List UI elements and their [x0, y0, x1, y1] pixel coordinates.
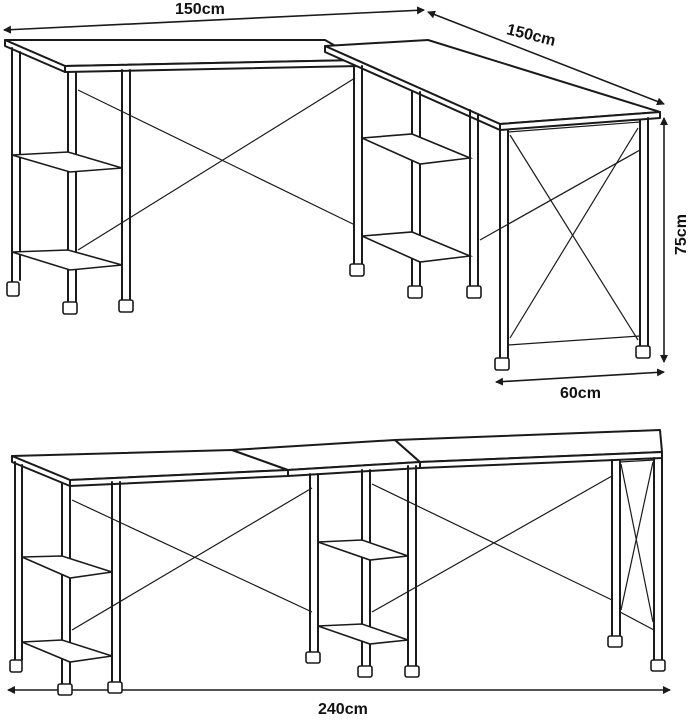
label-top-left-width: 150cm: [175, 1, 225, 18]
label-height: 75cm: [673, 214, 690, 255]
foot: [118, 299, 134, 313]
foot: [407, 285, 423, 299]
bottom-left-shelf-unit: [9, 461, 123, 696]
foot: [305, 651, 321, 664]
left-shelf-middle: [11, 151, 123, 173]
dim-line-right-width: [427, 10, 665, 106]
l-shaped-desk: [3, 6, 668, 386]
x-brace: [77, 77, 356, 251]
x-brace: [71, 487, 313, 631]
foot: [349, 263, 365, 277]
foot: [650, 659, 666, 672]
bottom-right-end-frame: [607, 455, 666, 672]
left-shelf-bottom: [11, 249, 123, 271]
foot: [635, 345, 651, 359]
label-depth: 60cm: [560, 385, 601, 402]
bottom-middle-shelf-bottom: [317, 623, 409, 645]
foot: [107, 681, 123, 694]
right-end-frame: [479, 117, 651, 371]
foot: [404, 665, 420, 678]
straight-desk: [7, 429, 671, 696]
x-brace: [371, 483, 613, 601]
bottom-left-shelf-bottom: [21, 639, 113, 663]
middle-shelf-top: [361, 133, 474, 165]
foot: [6, 281, 20, 297]
label-bottom-width: 240cm: [318, 701, 368, 718]
middle-shelf-bottom: [361, 231, 474, 263]
bottom-middle-shelf-unit: [305, 465, 420, 678]
foot: [607, 635, 623, 648]
foot: [62, 301, 78, 315]
left-shelf-unit: [6, 47, 134, 315]
x-brace: [371, 475, 613, 613]
foot: [466, 285, 482, 299]
foot: [357, 665, 373, 678]
bottom-middle-shelf-top: [317, 539, 409, 561]
x-brace: [71, 499, 313, 613]
foot: [57, 683, 73, 696]
dim-line-depth: [495, 368, 665, 386]
foot: [494, 357, 510, 371]
middle-shelf-unit: [349, 65, 482, 299]
dim-line-left-width: [3, 6, 425, 34]
bottom-left-shelf-middle: [21, 555, 113, 579]
foot: [9, 659, 23, 673]
x-brace: [77, 89, 356, 226]
